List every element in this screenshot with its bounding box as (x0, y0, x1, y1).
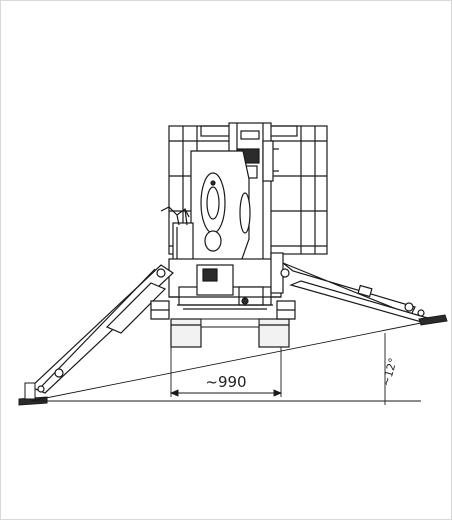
track-center-bar (200, 318, 260, 328)
angle-reference-lines (30, 322, 422, 405)
dimension-lines (169, 347, 283, 397)
jib-arm (190, 150, 251, 274)
outrigger-right (276, 262, 433, 324)
angle-dimension-label: ~12° (379, 356, 399, 387)
track-left (170, 318, 202, 348)
chassis (168, 252, 284, 310)
track-right (258, 318, 290, 348)
track-width-dimension-label: ~990 (205, 373, 246, 391)
outrigger-left (29, 264, 174, 394)
